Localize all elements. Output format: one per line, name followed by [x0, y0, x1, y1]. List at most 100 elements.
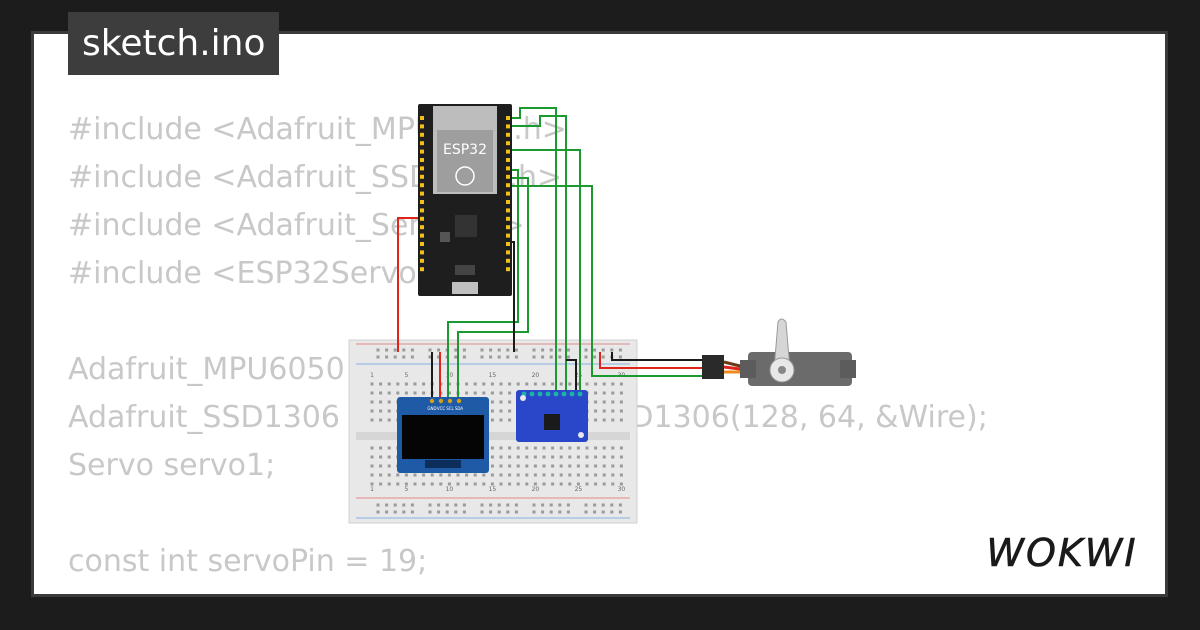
breadboard-hole — [422, 473, 426, 477]
mpu6050-chip — [544, 414, 560, 430]
breadboard-hole — [508, 482, 512, 486]
column-number: 5 — [404, 486, 408, 493]
esp32-pin — [420, 124, 424, 129]
breadboard-hole — [542, 482, 546, 486]
breadboard-hole — [611, 382, 615, 386]
breadboard-hole — [525, 382, 529, 386]
oled-pin-label: SCL — [446, 406, 454, 411]
breadboard-hole — [490, 455, 494, 459]
rail-hole — [402, 348, 406, 352]
mpu6050-pin — [561, 391, 567, 397]
wire-mpu-sda — [512, 115, 567, 392]
rail-hole — [566, 503, 570, 507]
rail-hole — [445, 503, 449, 507]
esp32-label: ESP32 — [443, 142, 487, 158]
esp32-pin — [506, 191, 510, 196]
breadboard-hole — [490, 446, 494, 450]
rail-hole — [610, 348, 614, 352]
esp32-button — [440, 232, 450, 242]
rail-hole — [532, 503, 536, 507]
esp32-pin — [420, 258, 424, 263]
breadboard-hole — [542, 464, 546, 468]
breadboard-hole — [447, 391, 451, 395]
rail-hole — [549, 355, 553, 359]
rail-hole — [462, 355, 466, 359]
rail-hole — [489, 355, 493, 359]
wokwi-logo[interactable]: WOKWI — [976, 530, 1148, 576]
breadboard-hole — [594, 382, 598, 386]
esp32-pin — [506, 166, 510, 171]
servo-motor[interactable] — [702, 318, 856, 386]
breadboard-hole — [370, 446, 374, 450]
mpu6050-sensor[interactable] — [516, 390, 588, 442]
mpu6050-pin — [569, 391, 575, 397]
oled-pin-label: SDA — [455, 406, 464, 411]
breadboard-hole — [551, 455, 555, 459]
breadboard-hole — [490, 409, 494, 413]
breadboard-hole — [490, 391, 494, 395]
breadboard-hole — [619, 382, 623, 386]
column-number: 5 — [404, 372, 408, 379]
rail-hole — [593, 355, 597, 359]
breadboard-hole — [516, 382, 520, 386]
breadboard-hole — [551, 473, 555, 477]
breadboard-hole — [490, 482, 494, 486]
breadboard-hole — [499, 391, 503, 395]
breadboard-hole — [490, 473, 494, 477]
breadboard-hole — [602, 455, 606, 459]
breadboard-divider — [356, 432, 630, 440]
wire-servo-vcc — [599, 352, 702, 369]
rail-hole — [437, 510, 441, 514]
column-number: 1 — [370, 372, 374, 379]
breadboard-hole — [370, 382, 374, 386]
servo-horn — [773, 318, 791, 371]
breadboard-hole — [525, 464, 529, 468]
rail-hole — [593, 510, 597, 514]
rail-hole — [462, 510, 466, 514]
esp32-board[interactable]: ESP32 — [418, 104, 512, 296]
rail-hole — [393, 503, 397, 507]
breadboard-hole — [379, 446, 383, 450]
breadboard-hole — [379, 400, 383, 404]
mpu6050-pin — [553, 391, 559, 397]
rail-hole — [410, 503, 414, 507]
breadboard-hole — [387, 464, 391, 468]
breadboard-hole — [473, 473, 477, 477]
breadboard-hole — [482, 482, 486, 486]
rail-hole — [428, 510, 432, 514]
breadboard-hole — [619, 446, 623, 450]
rail-hole — [549, 348, 553, 352]
breadboard-hole — [482, 473, 486, 477]
rail-hole — [506, 348, 510, 352]
rail-hole — [601, 503, 605, 507]
breadboard-hole — [473, 391, 477, 395]
breadboard-hole — [619, 418, 623, 422]
breadboard-hole — [404, 391, 408, 395]
rail-hole — [462, 503, 466, 507]
esp32-pin — [506, 158, 510, 162]
rail-hole — [618, 355, 622, 359]
wire-servo-signal — [512, 149, 581, 392]
oled-pin — [438, 398, 444, 404]
rail-hole — [480, 510, 484, 514]
esp32-pin — [506, 183, 510, 188]
breadboard-hole — [422, 382, 426, 386]
oled-pin-label: GND — [427, 406, 436, 411]
breadboard-hole — [379, 482, 383, 486]
file-tab[interactable]: sketch.ino — [68, 12, 280, 75]
breadboard-hole — [533, 446, 537, 450]
rail-hole — [385, 348, 389, 352]
rail-hole — [428, 355, 432, 359]
breadboard-hole — [508, 473, 512, 477]
esp32-pin — [506, 141, 510, 146]
breadboard-hole — [619, 473, 623, 477]
breadboard-hole — [508, 391, 512, 395]
breadboard-hole — [602, 446, 606, 450]
rail-hole — [445, 510, 449, 514]
rail-hole — [402, 355, 406, 359]
esp32-pin — [420, 116, 424, 120]
breadboard-hole — [370, 391, 374, 395]
breadboard-hole — [602, 382, 606, 386]
breadboard-hole — [490, 382, 494, 386]
